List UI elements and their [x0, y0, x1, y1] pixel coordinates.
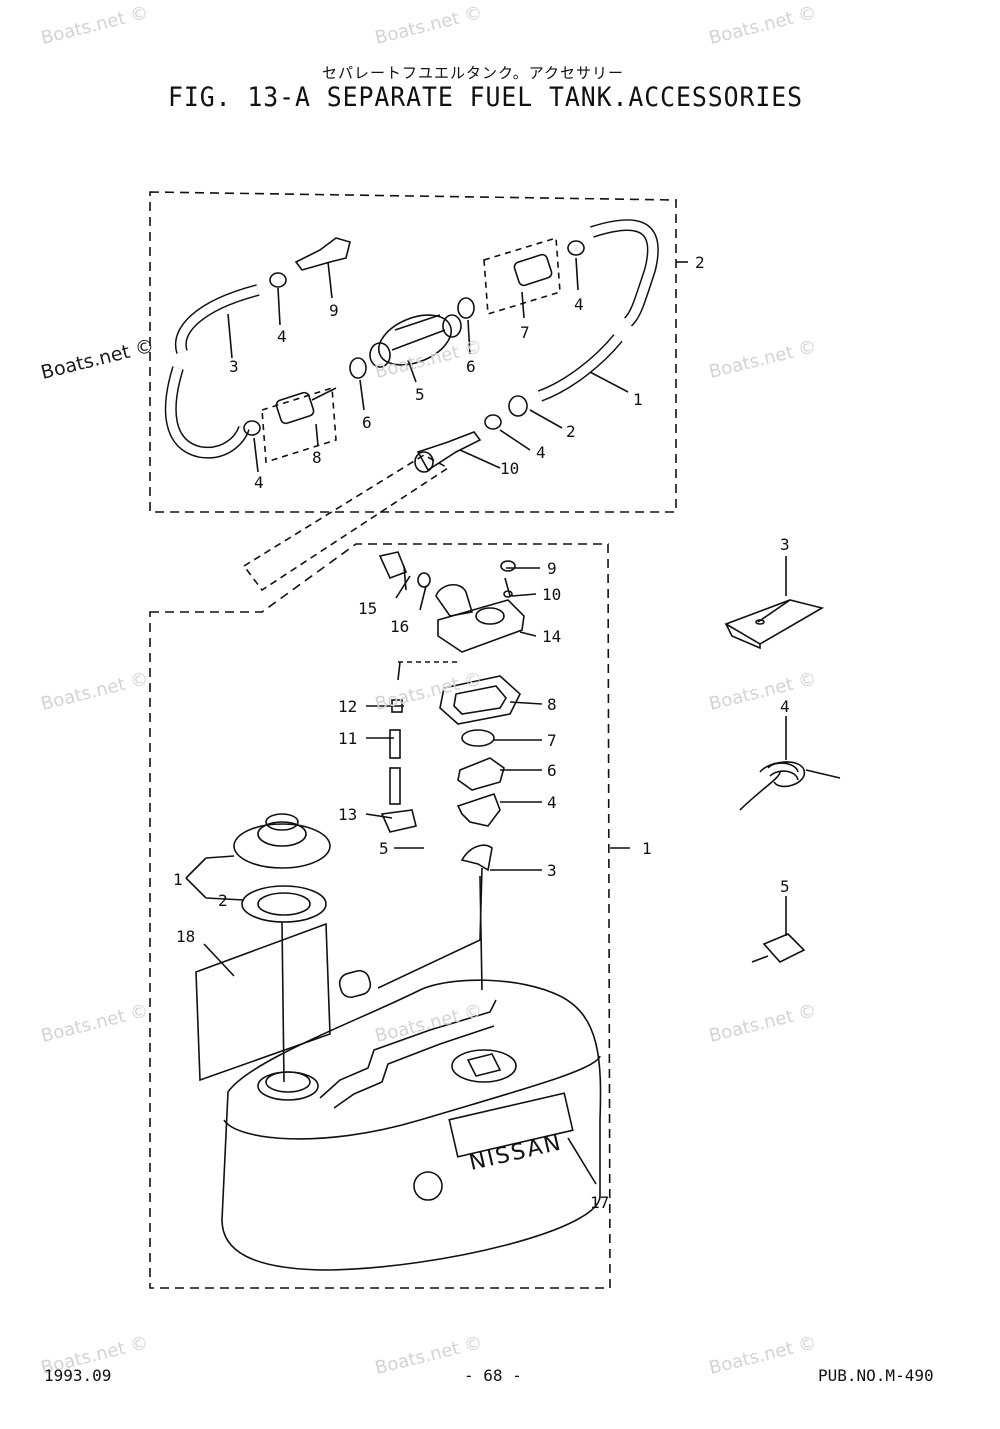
callout-cover-3: 3	[780, 535, 790, 554]
callout-connector-9: 9	[329, 301, 339, 320]
callout-packing-2: 2	[218, 891, 228, 910]
callout-clip-6a: 6	[362, 413, 372, 432]
figure-title: FIG. 13-A SEPARATE FUEL TANK.ACCESSORIES	[168, 82, 804, 113]
filter	[389, 729, 401, 759]
valve-right	[513, 253, 553, 287]
callout-spring-4: 4	[780, 697, 790, 716]
accessory-plug	[762, 933, 806, 963]
connector-top	[294, 237, 351, 271]
tank-logo-text: NISSAN	[467, 1130, 565, 1176]
callout-gasket-8: 8	[547, 695, 557, 714]
fuel-cap	[233, 823, 331, 869]
callout-clamp-2: 2	[566, 422, 576, 441]
callout-hose-3: 3	[229, 357, 239, 376]
callout-nut-4a: 4	[277, 327, 287, 346]
callout-sender-arm-3: 3	[547, 861, 557, 880]
callout-valve-7: 7	[520, 323, 530, 342]
callout-seal-16: 16	[390, 617, 409, 636]
mounting-flange	[437, 599, 525, 653]
tank-assembly-box	[149, 543, 611, 1289]
accessory-spring	[739, 761, 841, 811]
callout-plug-5: 5	[780, 877, 790, 896]
footer-page-number: - 68 -	[464, 1366, 522, 1385]
callout-strainer-13: 13	[338, 805, 357, 824]
strainer	[380, 809, 417, 833]
footer-date: 1993.09	[44, 1366, 112, 1385]
callout-cap-12: 12	[338, 697, 357, 716]
primer-bulb	[378, 314, 452, 366]
footer-publication-number: PUB.NO.M-490	[818, 1366, 934, 1385]
fuel-tank-body	[221, 979, 602, 1271]
callout-clip-6b: 6	[466, 357, 476, 376]
tank-emblem	[413, 1171, 443, 1201]
callout-damper-6: 6	[547, 761, 557, 780]
damper	[457, 757, 505, 791]
connector-bottom	[416, 431, 482, 472]
callout-o-ring-7: 7	[547, 731, 557, 750]
callout-connector-10: 10	[500, 459, 519, 478]
callout-nut-4c: 4	[254, 473, 264, 492]
callout-tank-assembly-1: 1	[642, 839, 652, 858]
hose-assembly-box	[149, 191, 677, 513]
tank-logo-panel	[448, 1092, 574, 1158]
cap-packing	[241, 885, 327, 923]
callout-cap-1: 1	[173, 870, 183, 889]
callout-valve-8: 8	[312, 448, 322, 467]
holder	[456, 792, 501, 827]
callout-hose-item-2: 2	[695, 253, 705, 272]
callout-nut-4b: 4	[574, 295, 584, 314]
warning-label	[195, 922, 331, 1082]
callout-hose-1: 1	[633, 390, 643, 409]
hose-right	[590, 219, 659, 327]
callout-nipple-15: 15	[358, 599, 377, 618]
callout-tank-body-17: 17	[590, 1193, 609, 1212]
elbow-nipple	[378, 551, 408, 580]
sender-arm	[460, 844, 493, 872]
callout-nut-4d: 4	[536, 443, 546, 462]
callout-holder-4: 4	[547, 793, 557, 812]
callout-washer-10: 10	[542, 585, 561, 604]
callout-screw-5: 5	[379, 839, 389, 858]
callout-elbow-14: 14	[542, 627, 561, 646]
accessory-cover	[724, 599, 825, 645]
callout-screw-9: 9	[547, 559, 557, 578]
valve-left	[275, 391, 315, 425]
callout-filter-11: 11	[338, 729, 357, 748]
japanese-title: セパレートフユエルタンク。アクセサリー	[322, 64, 625, 82]
o-ring	[461, 729, 495, 747]
callout-label-18: 18	[176, 927, 195, 946]
callout-bulb-5: 5	[415, 385, 425, 404]
gasket	[439, 675, 521, 725]
